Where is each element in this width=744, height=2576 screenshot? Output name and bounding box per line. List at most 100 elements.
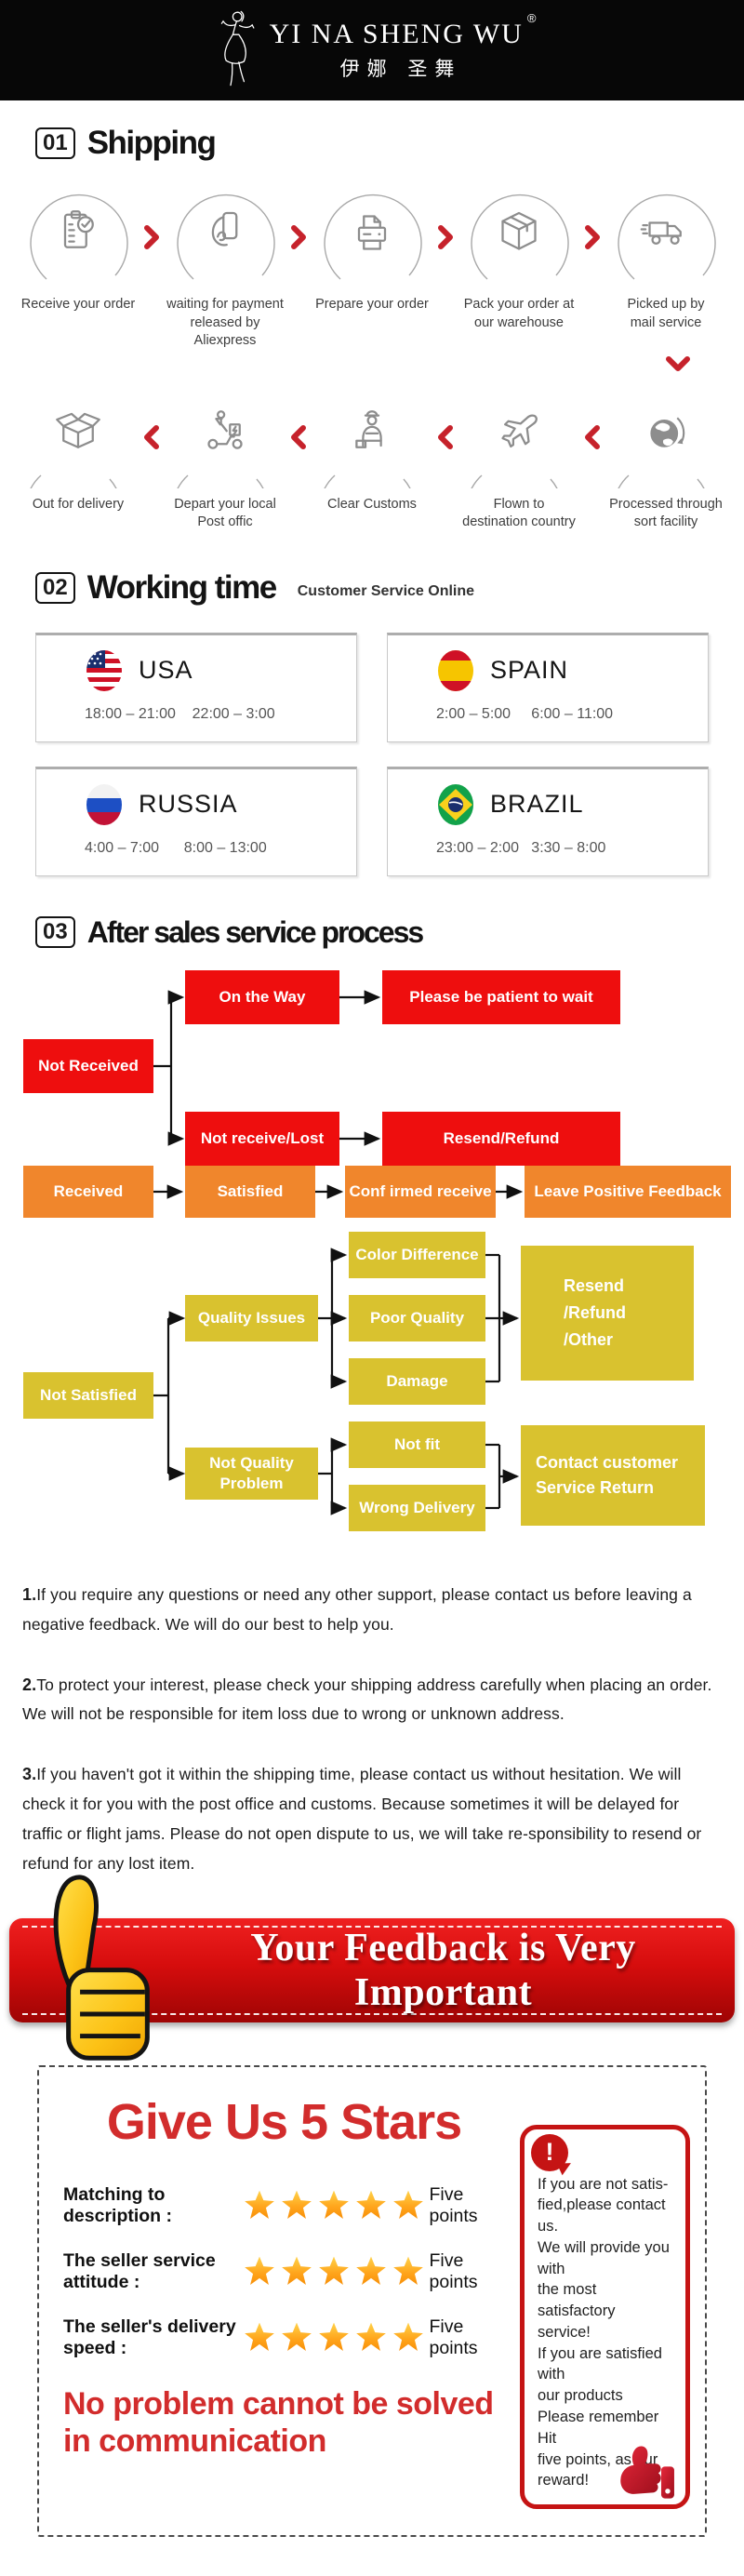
flow-box-resend-refund: Resend/Refund	[382, 1111, 620, 1166]
flow-box-not-received: Not Received	[23, 1038, 153, 1093]
flow-box-be-patient: Please be patient to wait	[382, 969, 620, 1024]
usa-flag-icon	[86, 649, 122, 691]
chevron-right-icon	[291, 225, 306, 249]
flow-box-not-fit: Not fit	[349, 1421, 485, 1468]
country-name: SPAIN	[490, 656, 569, 685]
step-label: Flown to destination country	[462, 496, 576, 530]
star-icon	[319, 2322, 349, 2351]
star-icon	[356, 2256, 386, 2285]
star-icon	[282, 2190, 312, 2219]
service-hours: 23:00 – 2:00 3:30 – 8:00	[436, 839, 606, 856]
rating-points: Five points	[429, 2316, 478, 2358]
country-name: BRAZIL	[490, 790, 584, 819]
note-1: 1.If you require any questions or need a…	[22, 1584, 692, 1634]
chevron-right-icon	[144, 225, 159, 249]
chevron-left-icon	[291, 424, 306, 449]
working-time-card-spain: SPAIN 2:00 – 5:00 6:00 – 11:00	[387, 632, 709, 742]
rating-points: Five points	[429, 2249, 478, 2292]
shipping-step-flown: Flown to destination country	[459, 382, 578, 560]
communication-slogan: No problem cannot be solved in communica…	[63, 2385, 494, 2460]
open-box-icon	[56, 412, 100, 448]
step-label: Depart your local Post offic	[174, 496, 276, 530]
section-number-badge: 02	[35, 571, 75, 604]
star-icon	[356, 2322, 386, 2351]
section-title: Shipping	[86, 125, 217, 161]
flow-box-satisfied: Satisfied	[185, 1165, 315, 1218]
star-icon	[319, 2190, 349, 2219]
star-icon	[282, 2256, 312, 2285]
registered-mark: ®	[526, 11, 537, 25]
shipping-step-payment: waiting for payment released by Aliexpre…	[166, 182, 285, 351]
russia-flag-icon	[86, 783, 122, 825]
service-hours: 2:00 – 5:00 6:00 – 11:00	[436, 705, 614, 722]
star-icon	[282, 2322, 312, 2351]
note-2: 2.To protect your interest, please check…	[22, 1675, 712, 1724]
flow-box-leave-positive-feedback: Leave Positive Feedback	[525, 1165, 731, 1218]
after-sales-section: 03 After sales service process	[0, 915, 744, 950]
delivery-truck-icon	[640, 221, 682, 245]
step-label: Prepare your order	[315, 297, 429, 312]
banner-title: Your Feedback is Very Important	[250, 1926, 636, 2014]
arc-decoration	[618, 194, 716, 280]
star-icon	[393, 2322, 423, 2351]
after-sales-flowchart: Not Received On the Way Please be patien…	[0, 967, 744, 1548]
arc-decoration	[471, 194, 569, 280]
star-icon	[245, 2190, 274, 2219]
service-hours: 4:00 – 7:00 8:00 – 13:00	[85, 839, 267, 856]
flow-box-contact-customer: Contact customer Service Return	[521, 1424, 705, 1526]
five-stars	[245, 2190, 424, 2221]
dancer-logo-icon	[220, 10, 255, 87]
customs-officer-icon	[355, 409, 382, 448]
feedback-banner: Your Feedback is Very Important	[9, 1875, 735, 2061]
rating-points: Five points	[429, 2183, 478, 2226]
satisfaction-notice: If you are not satis- fied,please contac…	[520, 2124, 690, 2510]
thumbs-up-icon	[53, 1875, 150, 2061]
flow-box-wrong-delivery: Wrong Delivery	[349, 1484, 485, 1531]
star-icon	[393, 2190, 423, 2219]
rating-row-description: Matching to description : Five points	[63, 2184, 505, 2227]
flow-box-not-quality-problem: Not Quality Problem	[185, 1447, 318, 1500]
shipping-section: 01 Shipping	[0, 125, 744, 162]
rating-label: The seller's delivery speed :	[63, 2316, 236, 2358]
section-number-badge: 01	[35, 127, 75, 159]
flow-box-resend-refund-other: Resend /Refund /Other	[521, 1245, 694, 1381]
step-label: Pack your order at our warehouse	[463, 297, 575, 330]
rating-row-delivery: The seller's delivery speed : Five point…	[63, 2316, 505, 2359]
flow-box-not-satisfied: Not Satisfied	[23, 1371, 153, 1419]
arc-decoration	[324, 194, 422, 280]
rating-row-service: The seller service attitude : Five point…	[63, 2250, 505, 2293]
section-title: After sales service process	[86, 914, 424, 949]
printer-icon	[357, 215, 387, 250]
step-label: Clear Customs	[327, 496, 417, 512]
working-time-card-usa: USA 18:00 – 21:00 22:00 – 3:00	[35, 632, 357, 742]
chevron-right-icon	[585, 225, 600, 249]
arc-decoration	[30, 194, 128, 280]
chevron-left-icon	[585, 424, 600, 449]
shipping-step-receive: Receive your order	[19, 182, 138, 314]
shipping-step-customs: Clear Customs	[312, 382, 432, 560]
scooter-icon	[207, 409, 243, 449]
working-time-card-russia: RUSSIA 4:00 – 7:00 8:00 – 13:00	[35, 766, 357, 876]
arc-decoration	[177, 194, 275, 280]
flow-box-color-difference: Color Difference	[349, 1231, 485, 1278]
shipping-step-prepare: Prepare your order	[312, 182, 432, 314]
step-label: Out for delivery	[32, 496, 125, 512]
section-number-badge: 03	[35, 916, 75, 949]
chevron-down-icon	[666, 355, 690, 371]
brazil-flag-icon	[438, 783, 473, 825]
shipping-steps-row1: Receive your order waiting for payment r…	[19, 182, 725, 351]
flow-box-received: Received	[23, 1165, 153, 1218]
globe-icon	[650, 417, 685, 447]
country-name: USA	[139, 656, 193, 685]
service-hours: 18:00 – 21:00 22:00 – 3:00	[85, 705, 275, 722]
chevron-left-icon	[144, 424, 159, 449]
chevron-left-icon	[438, 424, 453, 449]
rating-label: The seller service attitude :	[63, 2249, 216, 2292]
note-3: 3.If you haven't got it within the shipp…	[22, 1765, 702, 1873]
package-box-icon	[501, 211, 537, 250]
flowchart-connectors	[153, 990, 524, 1515]
flow-box-on-the-way: On the Way	[185, 969, 339, 1024]
red-thumbs-up-icon	[620, 2446, 674, 2499]
spain-flag-icon	[438, 649, 473, 691]
row-separator	[0, 354, 744, 382]
